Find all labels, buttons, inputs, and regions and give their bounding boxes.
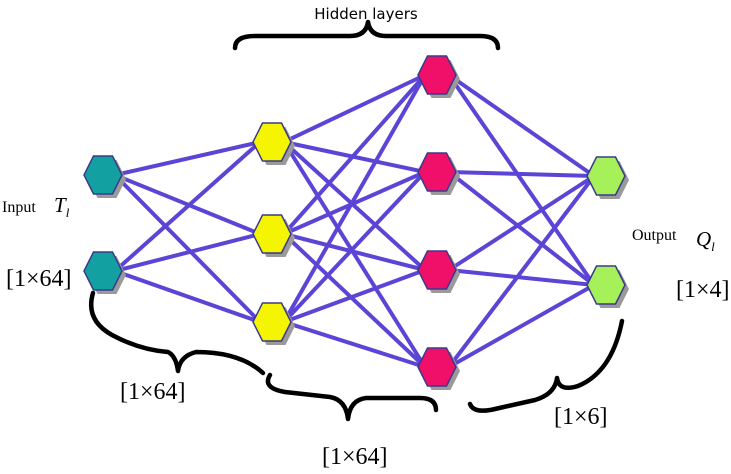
hexagon-node: [252, 302, 292, 342]
hexagon-node: [83, 155, 123, 195]
edge-input-layer-2-to-hidden-layer-1-1: [113, 140, 262, 273]
hidden-layers-label: Hidden layers: [314, 5, 418, 23]
nodes: [83, 55, 629, 390]
edge-hidden-layer-2-1-to-output-layer-1: [447, 73, 596, 178]
edge-hidden-layer-1-2-to-hidden-layer-2-1: [282, 73, 427, 236]
hexagon-node: [83, 251, 123, 291]
hexagon-node: [252, 122, 292, 162]
hidden-layer-2-node-2: [417, 152, 460, 195]
edge-hidden-layer-2-2-to-output-layer-1: [447, 170, 596, 178]
edge-hidden-layer-2-1-to-output-layer-2: [447, 73, 596, 287]
hidden-dims-brace: [265, 372, 439, 422]
hidden-layer-1-node-2: [252, 214, 295, 257]
hidden-layer-1-node-1: [252, 122, 295, 165]
edge-input-layer-2-to-hidden-layer-1-3: [113, 269, 262, 324]
hidden-layer-2-node-1: [417, 55, 460, 98]
hidden-layer-2-node-4: [417, 347, 460, 390]
edge-hidden-layer-1-1-to-hidden-layer-2-3: [282, 140, 427, 272]
output-dims-brace: [467, 318, 625, 413]
edge-hidden-layer-2-3-to-output-layer-2: [447, 268, 596, 287]
hexagon-node: [586, 156, 626, 196]
input-symbol: Tl: [54, 193, 70, 220]
output-label: Output: [632, 227, 677, 244]
hexagon-node: [417, 152, 457, 192]
input-dims-brace: [88, 290, 266, 376]
input-layer-node-2: [83, 251, 126, 294]
edge-hidden-layer-1-3-to-hidden-layer-2-1: [282, 73, 427, 324]
hexagon-node: [417, 55, 457, 95]
connections: [113, 73, 596, 369]
hexagon-node: [417, 250, 457, 290]
hidden-layers-brace: [232, 19, 501, 51]
output-symbol: Ql: [696, 227, 715, 254]
edge-input-layer-2-to-hidden-layer-1-2: [113, 232, 262, 273]
input-dims-label: [1×64]: [6, 266, 72, 292]
edge-hidden-layer-1-3-to-hidden-layer-2-2: [282, 170, 427, 324]
edge-hidden-layer-1-1-to-hidden-layer-2-4: [282, 140, 427, 369]
edge-hidden-layer-1-3-to-hidden-layer-2-4: [282, 320, 427, 369]
layer2-dims-label: [1×64]: [322, 444, 388, 470]
edge-hidden-layer-1-3-to-hidden-layer-2-3: [282, 268, 427, 324]
edge-hidden-layer-1-1-to-hidden-layer-2-1: [282, 73, 427, 144]
edge-hidden-layer-2-2-to-output-layer-2: [447, 170, 596, 287]
hexagon-node: [586, 265, 626, 305]
hidden-layer-2-node-3: [417, 250, 460, 293]
layer1-dims-label: [1×64]: [120, 379, 186, 405]
output-layer-node-2: [586, 265, 629, 308]
hexagon-node: [252, 214, 292, 254]
input-label: Input: [2, 199, 36, 216]
edge-input-layer-1-to-hidden-layer-1-1: [113, 140, 262, 177]
hidden-layer-1-node-3: [252, 302, 295, 345]
edge-hidden-layer-1-2-to-hidden-layer-2-2: [282, 170, 427, 236]
edge-hidden-layer-2-4-to-output-layer-2: [447, 283, 596, 369]
edge-hidden-layer-2-3-to-output-layer-1: [447, 174, 596, 272]
input-layer-node-1: [83, 155, 126, 198]
output-layer-node-1: [586, 156, 629, 199]
edge-hidden-layer-1-2-to-hidden-layer-2-3: [282, 232, 427, 272]
layer3-dims-label: [1×6]: [554, 404, 608, 430]
hexagon-node: [417, 347, 457, 387]
edge-input-layer-1-to-hidden-layer-1-3: [113, 173, 262, 324]
edge-hidden-layer-1-2-to-hidden-layer-2-4: [282, 232, 427, 369]
edge-hidden-layer-2-4-to-output-layer-1: [447, 174, 596, 369]
output-dims-label: [1×4]: [676, 277, 730, 303]
